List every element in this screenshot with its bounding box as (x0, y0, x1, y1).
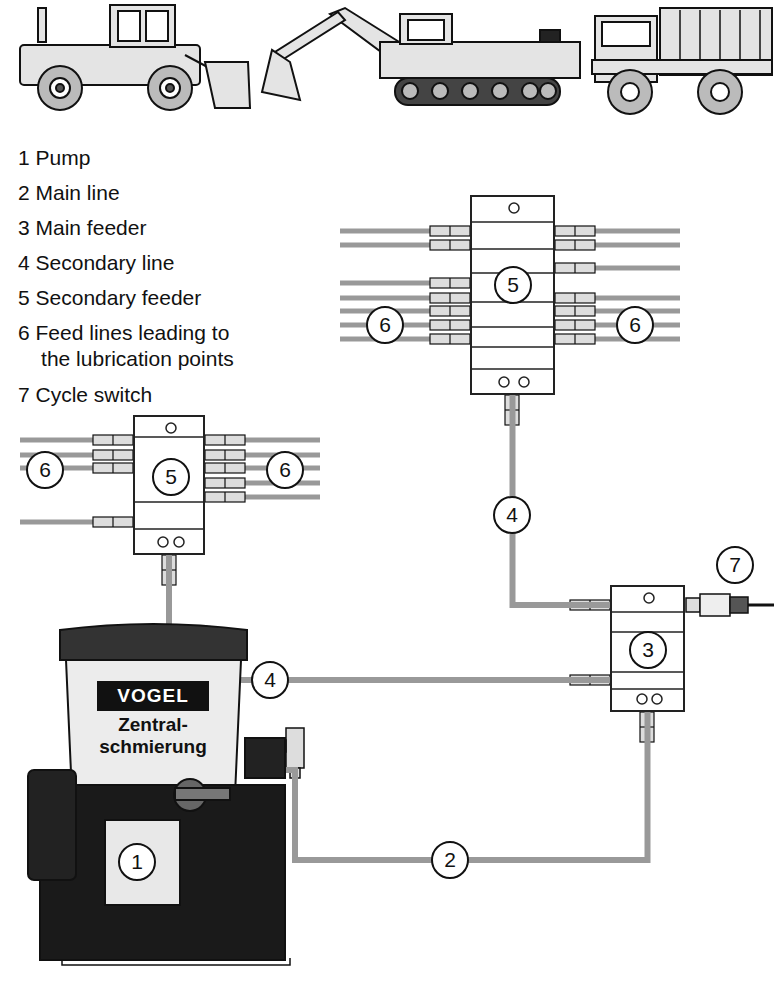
cycle-switch (686, 594, 774, 616)
callout-number: 4 (493, 496, 531, 534)
callout-number: 4 (251, 661, 289, 699)
callout-number: 2 (431, 841, 469, 879)
callout-number: 6 (616, 306, 654, 344)
brand-text: VOGEL (88, 684, 218, 708)
legend-item: 6 Feed lines leading to the lubrication … (18, 320, 250, 372)
feeder-sections (472, 197, 553, 393)
feeder-sections (612, 587, 683, 710)
brand-text: Zentral- schmierung (88, 714, 218, 758)
legend-item: 3 Main feeder (18, 215, 250, 241)
legend-item: 5 Secondary feeder (18, 285, 250, 311)
callout-number: 6 (26, 451, 64, 489)
dump-truck (592, 8, 772, 114)
callout-number: 5 (152, 458, 190, 496)
feed-lines (20, 226, 680, 742)
callout-number: 6 (266, 451, 304, 489)
legend-item: 4 Secondary line (18, 250, 250, 276)
pump: VOGEL Zentral- schmierung (30, 620, 285, 960)
wheel-loader (20, 5, 250, 110)
secondary-feeder: 5 (133, 415, 205, 555)
callout-number: 3 (629, 631, 667, 669)
feeder-sections (135, 417, 203, 553)
cable (62, 958, 290, 965)
main-feeder: 3 (610, 585, 685, 712)
callout-number: 7 (716, 546, 754, 584)
callout-number: 5 (494, 266, 532, 304)
main-line (285, 712, 648, 860)
pump-drawing (30, 620, 285, 960)
secondary-line (513, 395, 611, 605)
callout-number: 6 (366, 306, 404, 344)
legend-item: 1 Pump (18, 145, 250, 171)
legend-item: 7 Cycle switch (18, 382, 250, 408)
secondary-feeder: 5 (470, 195, 555, 395)
excavator (262, 8, 580, 105)
legend-item: 2 Main line (18, 180, 250, 206)
secondary-line (169, 555, 610, 680)
callout-number: 1 (118, 843, 156, 881)
